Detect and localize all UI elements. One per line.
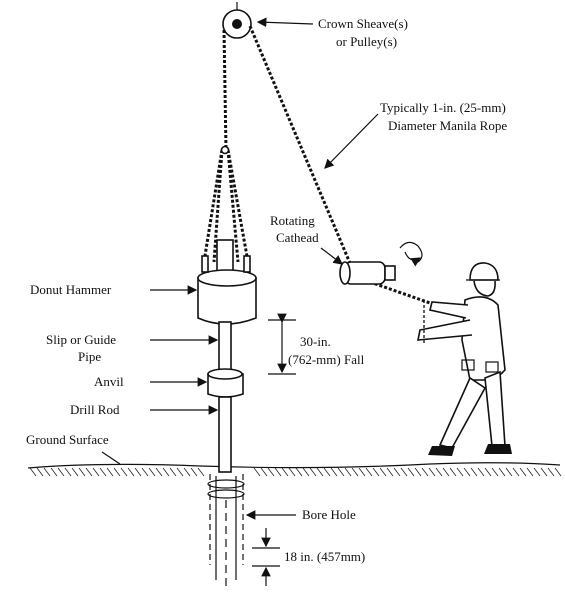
- depth-label: 18 in. (457mm): [284, 549, 365, 564]
- ground-surface-label: Ground Surface: [26, 432, 109, 447]
- rotation-arrow-icon: [399, 241, 423, 267]
- worker-figure: [417, 262, 512, 456]
- rope-label-2: Diameter Manila Rope: [388, 118, 507, 133]
- crown-sheave-label-2: or Pulley(s): [336, 34, 397, 49]
- cathead-label-2: Cathead: [276, 230, 319, 245]
- drill-rod-label: Drill Rod: [70, 402, 120, 417]
- cathead-rope: [248, 25, 354, 269]
- slip-pipe-label: Slip or Guide: [46, 332, 116, 347]
- hammer-rope: [222, 29, 228, 151]
- anvil-label: Anvil: [94, 374, 124, 389]
- slip-pipe-label-2: Pipe: [78, 349, 101, 364]
- worker-rope: [369, 280, 431, 305]
- cathead-label: Rotating: [270, 213, 315, 228]
- bore-hole-label: Bore Hole: [302, 507, 356, 522]
- cathead-icon: [339, 261, 396, 285]
- bore-hole: [207, 474, 245, 590]
- donut-hammer-label: Donut Hammer: [30, 282, 112, 297]
- drill-rod: [218, 396, 232, 473]
- guide-pipe: [218, 321, 232, 373]
- fall-dimension: [268, 313, 296, 375]
- fall-label: 30-in.: [300, 334, 331, 349]
- anvil-icon: [207, 368, 244, 398]
- depth-dimension: [252, 528, 280, 586]
- crown-sheave-icon: [222, 2, 252, 39]
- fall-label-2: (762-mm) Fall: [288, 352, 365, 367]
- ground-surface: [27, 462, 562, 477]
- rope-label: Typically 1-in. (25-mm): [380, 100, 506, 115]
- crown-sheave-label: Crown Sheave(s): [318, 16, 408, 31]
- hammer-cables: [202, 145, 250, 263]
